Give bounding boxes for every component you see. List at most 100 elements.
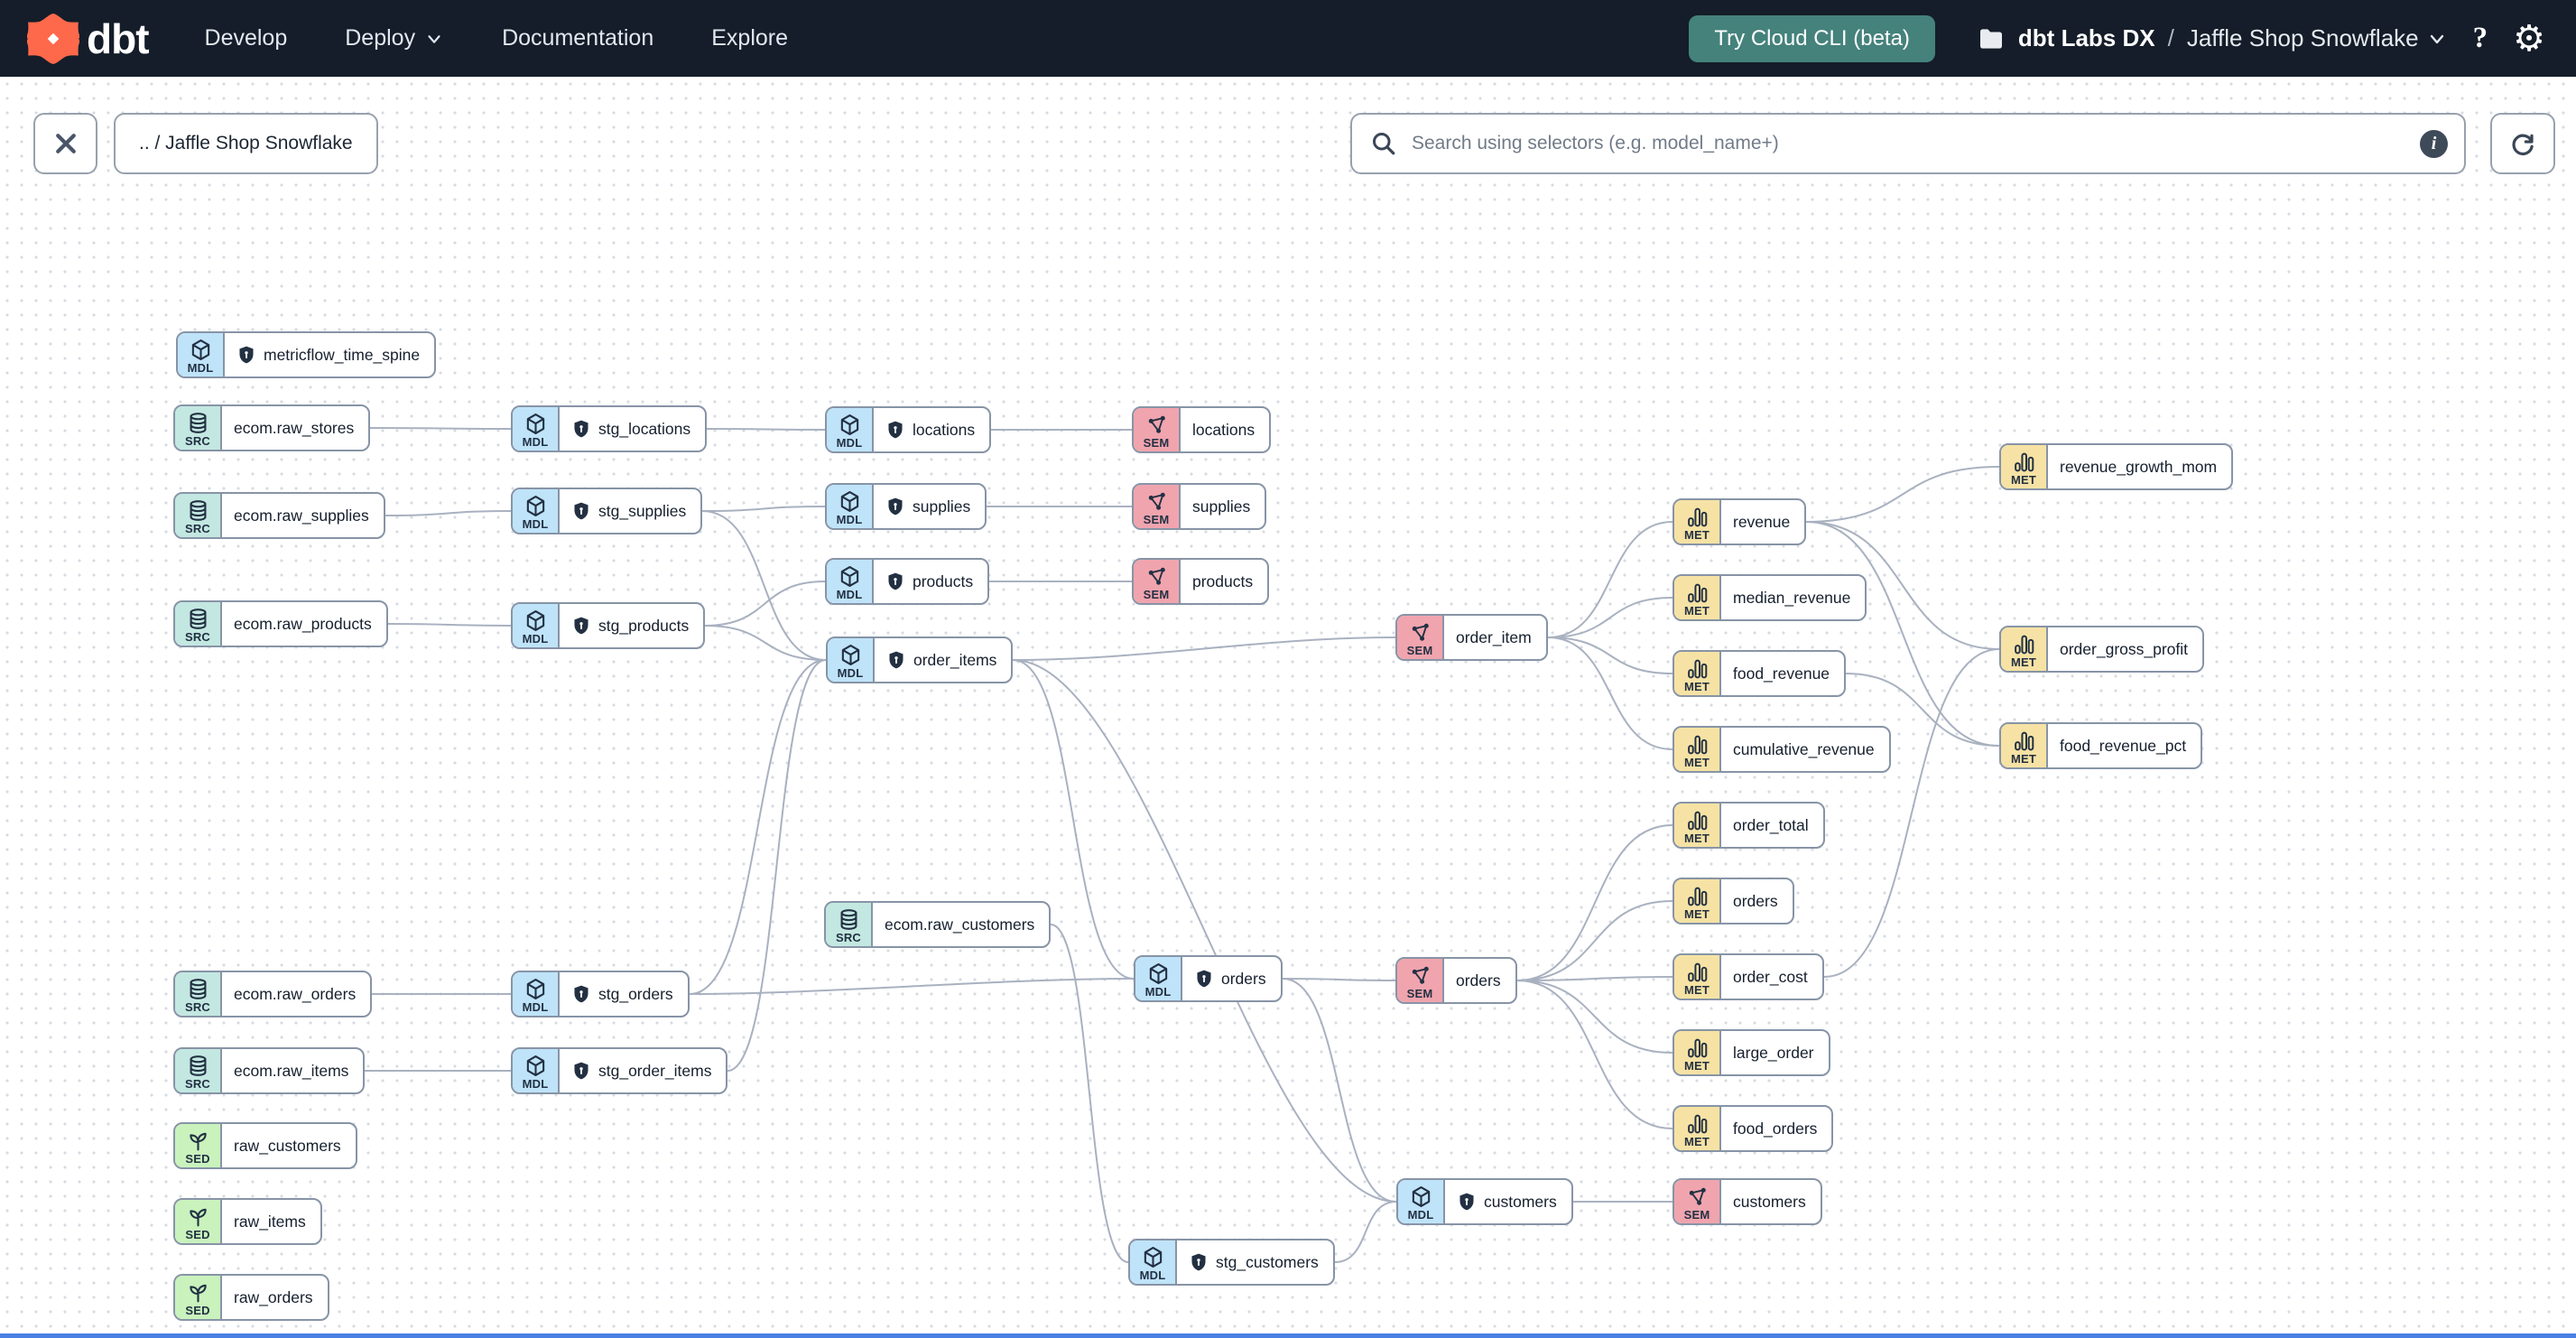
node-type-caption: SRC <box>184 629 211 644</box>
shield-icon <box>574 1062 588 1080</box>
bar-chart-icon: MET <box>1674 728 1721 771</box>
share-nodes-icon: SEM <box>1397 616 1444 659</box>
node-label: revenue_growth_mom <box>2060 457 2218 476</box>
info-icon[interactable]: i <box>2420 129 2448 158</box>
cube-icon: MDL <box>513 407 560 451</box>
refresh-button[interactable] <box>2490 113 2555 174</box>
database-icon <box>840 908 857 930</box>
breadcrumb[interactable]: .. / Jaffle Shop Snowflake <box>114 113 378 174</box>
node-type-caption: SED <box>185 1151 210 1166</box>
cube-icon: MDL <box>513 1049 560 1092</box>
window-bottom-edge <box>0 1333 2576 1338</box>
dbt-logo[interactable]: dbt <box>27 13 150 65</box>
help-button[interactable]: ? <box>2473 22 2488 55</box>
search-bar: i <box>1350 113 2466 174</box>
chevron-down-icon <box>2430 34 2443 43</box>
node-type-caption: MDL <box>522 1076 549 1091</box>
gear-icon: ⚙ <box>2513 17 2545 60</box>
cube-icon <box>1149 962 1167 984</box>
node-label: supplies <box>913 497 971 516</box>
search-input[interactable] <box>1410 132 2407 155</box>
nav-item-develop[interactable]: Develop <box>204 25 288 51</box>
nav-item-documentation[interactable]: Documentation <box>502 25 654 51</box>
bar-chart-icon <box>1687 887 1707 906</box>
node-type-caption: MET <box>1683 755 1710 769</box>
node-label: ecom.raw_supplies <box>234 506 369 525</box>
close-lineage-button[interactable] <box>33 113 97 174</box>
shield-icon <box>1459 1193 1474 1211</box>
nav-item-explore[interactable]: Explore <box>711 25 788 51</box>
bar-chart-icon: MET <box>1674 804 1721 847</box>
node-type-caption: SEM <box>1406 643 1433 657</box>
project-selector[interactable]: dbt Labs DX / Jaffle Shop Snowflake <box>1977 24 2448 53</box>
lineage-canvas[interactable] <box>0 77 2576 1333</box>
share-nodes-icon: SEM <box>1674 1180 1721 1223</box>
node-type-caption: MDL <box>1139 1268 1166 1282</box>
try-cloud-cli-button[interactable]: Try Cloud CLI (beta) <box>1689 14 1935 62</box>
node-type-caption: MET <box>1683 1134 1710 1148</box>
node-label: raw_orders <box>234 1287 313 1306</box>
node-label: metricflow_time_spine <box>264 345 421 364</box>
cube-icon: MDL <box>1135 957 1182 1000</box>
database-icon: SRC <box>175 1049 222 1092</box>
node-type-caption: SEM <box>1143 512 1170 526</box>
node-type-caption: MET <box>1683 906 1710 921</box>
node-type-caption: MET <box>2010 751 2037 766</box>
node-label: ecom.raw_customers <box>885 915 1035 934</box>
share-nodes-icon: SEM <box>1397 959 1444 1002</box>
settings-button[interactable]: ⚙ <box>2513 21 2545 57</box>
nav-item-deploy[interactable]: Deploy <box>345 25 444 51</box>
cube-icon <box>526 978 544 999</box>
bar-chart-icon <box>2014 452 2034 471</box>
database-icon: SRC <box>175 602 222 646</box>
bar-chart-icon <box>1687 659 1707 678</box>
shield-icon <box>574 502 588 520</box>
bar-chart-icon: MET <box>1674 1031 1721 1074</box>
shield-icon <box>574 617 588 635</box>
node-type-caption: MDL <box>1407 1207 1434 1222</box>
node-type-caption: SEM <box>1143 435 1170 450</box>
bar-chart-icon <box>1687 1114 1707 1133</box>
bar-chart-icon <box>1687 507 1707 526</box>
